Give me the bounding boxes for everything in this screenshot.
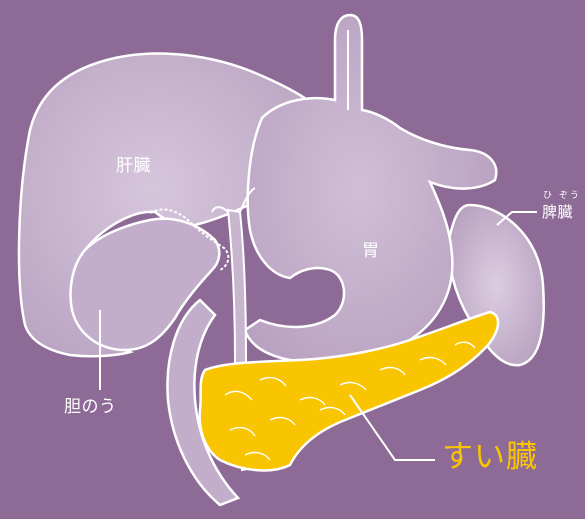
- pancreas-label: すい臓: [442, 442, 538, 473]
- stomach-label: 胃: [362, 243, 380, 260]
- liver-label: 肝臓: [116, 158, 151, 175]
- gallbladder-label: 胆のう: [64, 399, 117, 416]
- spleen-reading: ひ ぞう: [543, 188, 581, 201]
- stomach-shape: [245, 15, 496, 364]
- spleen-label: 脾臓: [542, 205, 573, 220]
